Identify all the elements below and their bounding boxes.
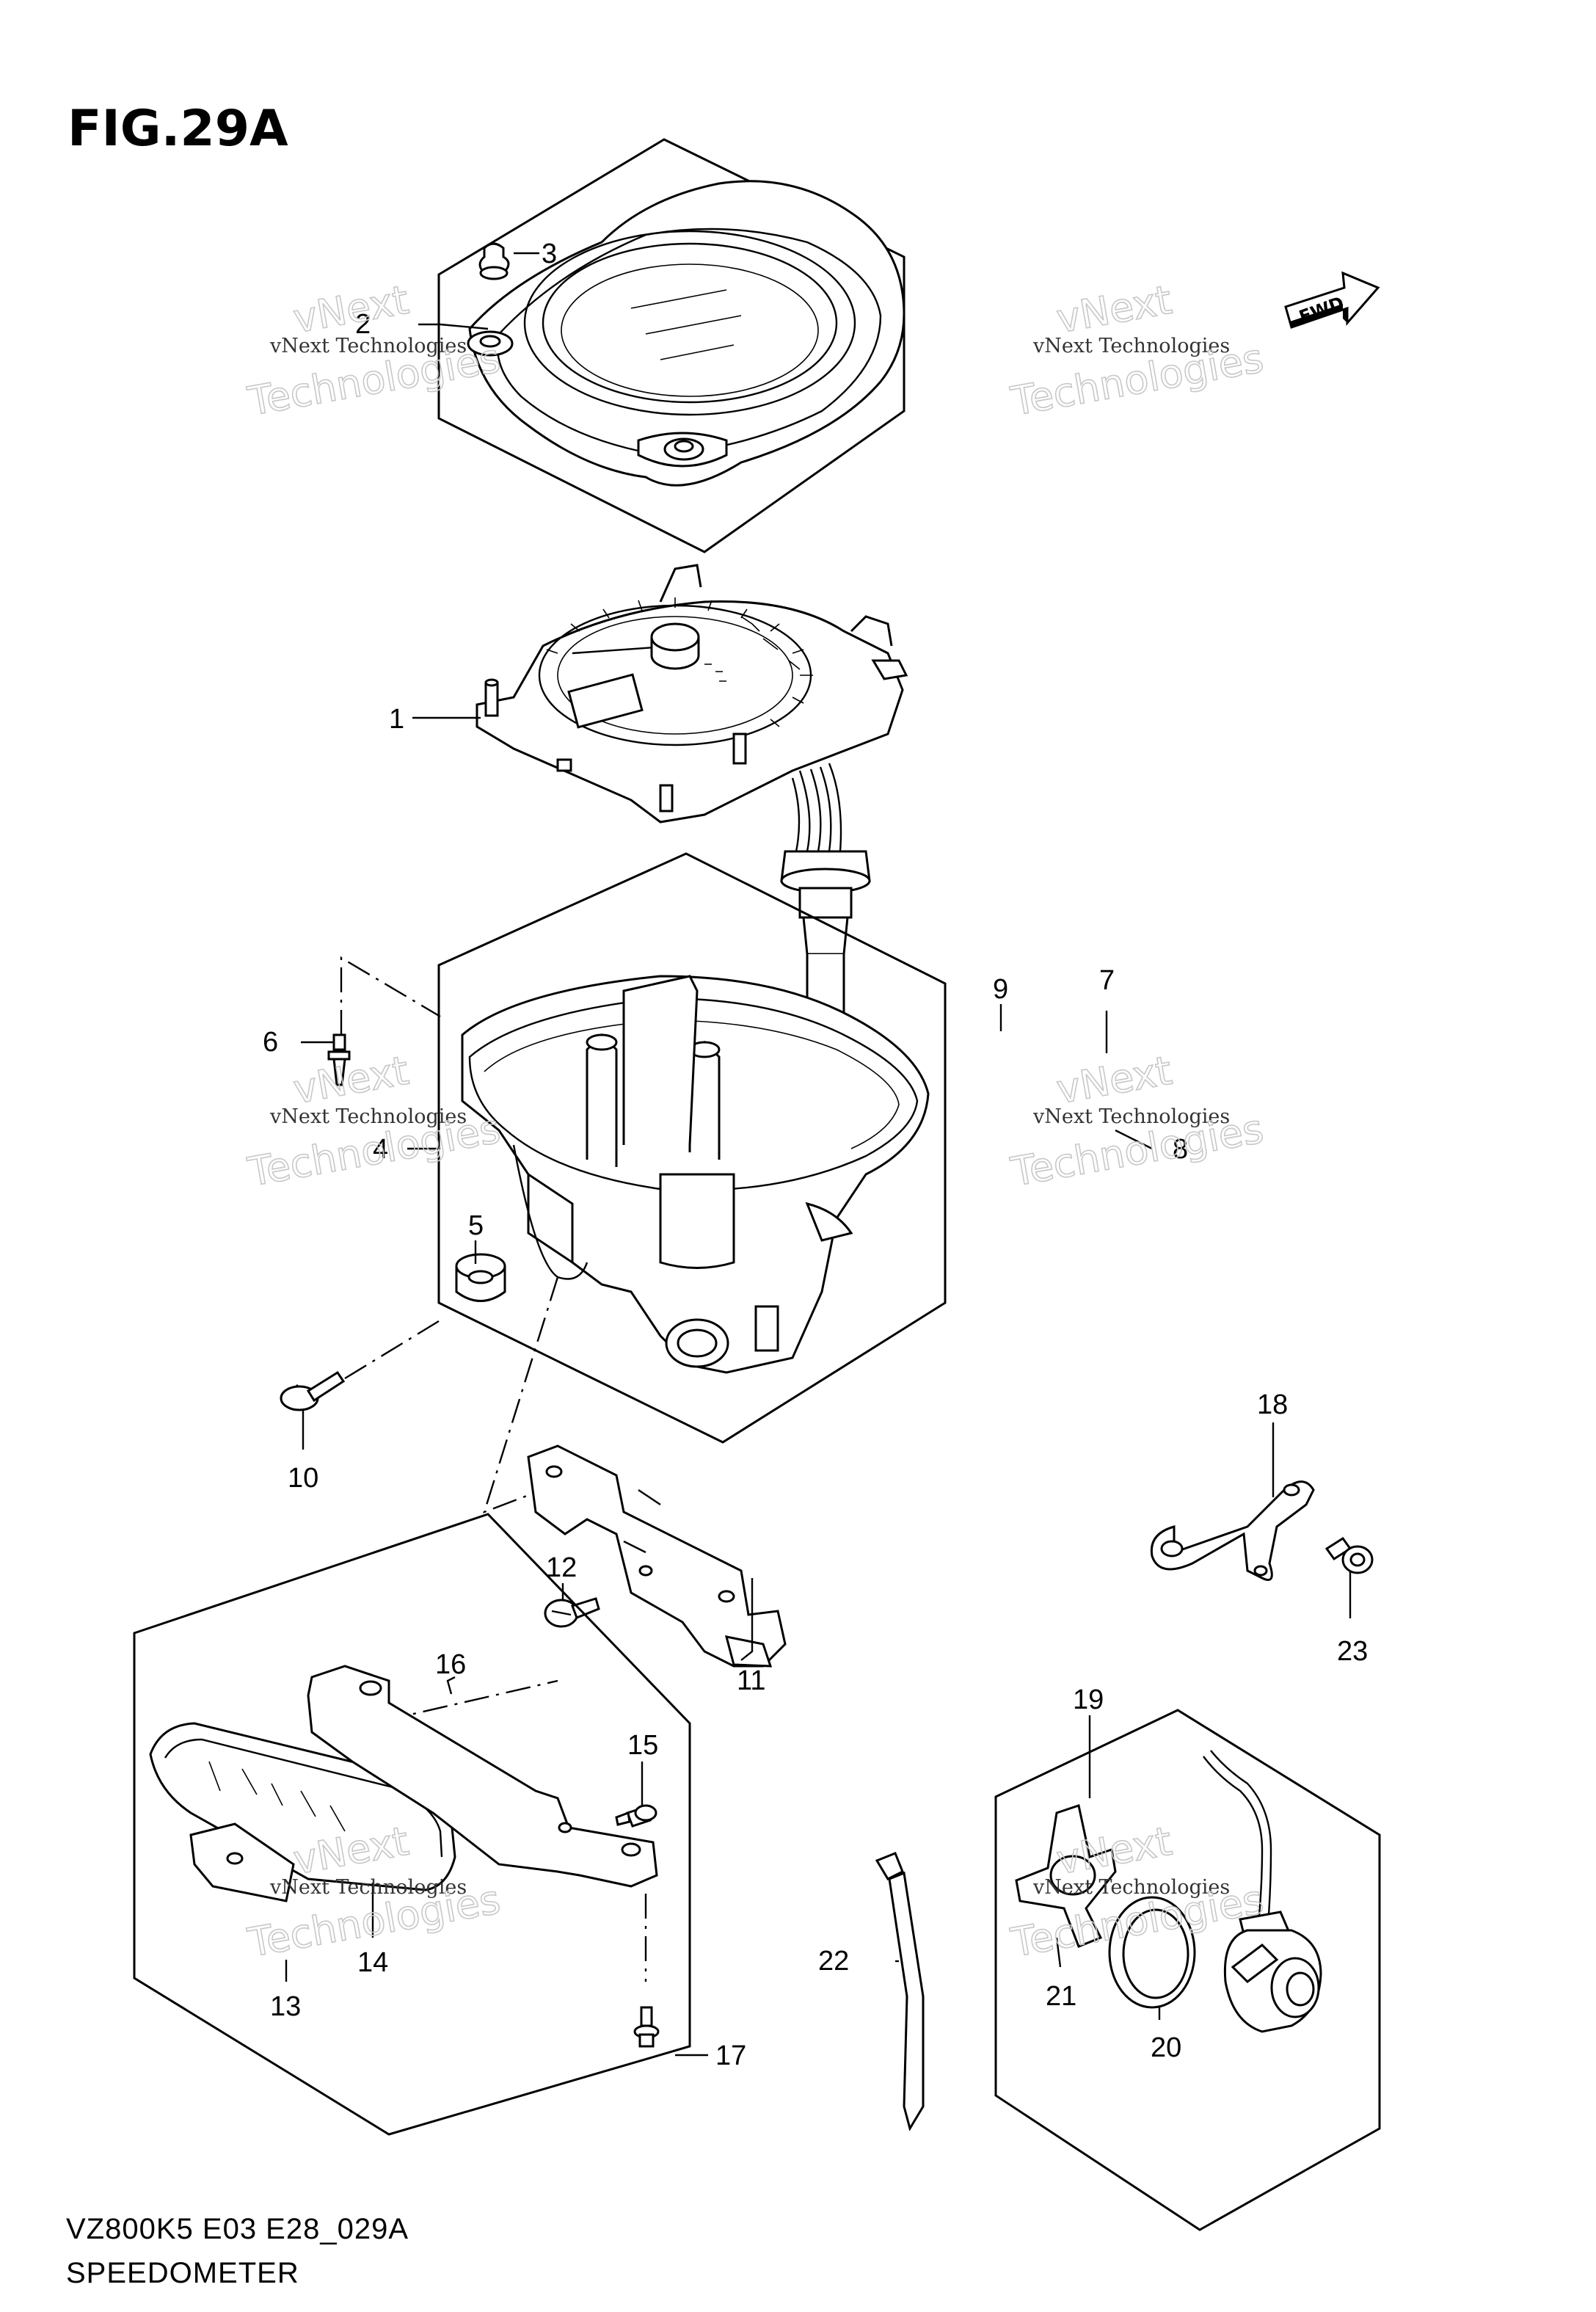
meter-case-part <box>461 975 930 1374</box>
screw-17-part <box>633 2006 660 2048</box>
watermark-6: vNext vNext Technologies Technologies <box>1007 1817 1267 1967</box>
svg-text:vNext Technologies: vNext Technologies <box>1032 1876 1230 1899</box>
socket-plate-part <box>1015 1804 1117 1948</box>
callout-8: 8 <box>1173 1134 1188 1165</box>
figure-title: FIG.29A <box>68 100 288 158</box>
clamp-part <box>1324 1536 1374 1574</box>
housing-group-box <box>437 852 947 1444</box>
callout-20: 20 <box>1151 2032 1181 2063</box>
callout-18: 18 <box>1257 1389 1288 1420</box>
callout-9: 9 <box>993 974 1008 1005</box>
svg-text:vNext Technologies: vNext Technologies <box>1032 335 1230 357</box>
callout-19: 19 <box>1073 1684 1104 1715</box>
screw-15-part <box>615 1804 657 1828</box>
cable-tie-part <box>875 1852 925 2131</box>
callout-17: 17 <box>715 2040 746 2071</box>
svg-text:vNext Technologies: vNext Technologies <box>269 335 467 357</box>
speedometer-movement-part <box>475 564 908 1036</box>
callout-10: 10 <box>288 1463 318 1494</box>
screw-6-part <box>327 1033 351 1086</box>
lamp-bracket-part <box>307 1665 658 1888</box>
callout-5: 5 <box>468 1210 484 1241</box>
callout-7: 7 <box>1099 965 1115 996</box>
callout-1: 1 <box>389 704 404 735</box>
callout-2: 2 <box>355 309 371 340</box>
watermark-2: vNext vNext Technologies Technologies <box>1007 276 1267 426</box>
grommet-part <box>478 242 510 280</box>
callout-23: 23 <box>1337 1636 1368 1667</box>
watermark-1: vNext vNext Technologies Technologies <box>244 276 504 426</box>
callout-16: 16 <box>435 1649 466 1680</box>
guide-line-10 <box>344 1320 440 1380</box>
bracket-part <box>527 1444 787 1668</box>
meter-cover-part <box>467 180 906 487</box>
svg-text:vNext Technologies: vNext Technologies <box>269 1876 467 1899</box>
cushion-part <box>455 1253 506 1302</box>
sensor-bracket-part <box>1150 1480 1315 1581</box>
callout-numbers: 1 2 3 4 5 6 7 8 9 10 11 12 13 14 15 16 1… <box>263 239 1368 2071</box>
watermark-4: vNext vNext Technologies Technologies <box>1007 1047 1267 1196</box>
guide-line-16 <box>381 1679 558 1723</box>
guide-line-6 <box>340 956 441 1035</box>
socket-group-box <box>994 1709 1381 2231</box>
svg-text:vNext: vNext <box>1053 277 1175 342</box>
callout-15: 15 <box>627 1730 658 1761</box>
svg-text:vNext Technologies: vNext Technologies <box>269 1105 467 1128</box>
bolt-10-part <box>280 1370 346 1411</box>
indicator-group-box <box>133 1513 691 2136</box>
svg-text:vNext: vNext <box>1053 1047 1175 1113</box>
callout-6: 6 <box>263 1027 278 1058</box>
svg-text:vNext: vNext <box>290 1047 412 1113</box>
callout-13: 13 <box>270 1991 301 2022</box>
figure-name: SPEEDOMETER <box>66 2257 299 2289</box>
svg-text:vNext Technologies: vNext Technologies <box>1032 1105 1230 1128</box>
callout-21: 21 <box>1046 1981 1076 2012</box>
callout-12: 12 <box>546 1552 577 1583</box>
leader-lines <box>285 252 1352 2057</box>
callout-14: 14 <box>357 1947 388 1978</box>
callout-22: 22 <box>818 1946 849 1977</box>
figure-code: VZ800K5 E03 E28_029A <box>66 2213 409 2245</box>
svg-text:vNext: vNext <box>290 277 412 342</box>
callout-4: 4 <box>373 1134 388 1165</box>
callout-3: 3 <box>542 239 557 269</box>
bolt-12-part <box>544 1597 600 1628</box>
callout-11: 11 <box>737 1665 765 1696</box>
cover-group-box <box>437 138 906 553</box>
ring-part <box>1108 1896 1196 2009</box>
lamp-socket-part <box>1203 1750 1322 2033</box>
fwd-arrow-icon: FWD <box>1284 271 1380 329</box>
